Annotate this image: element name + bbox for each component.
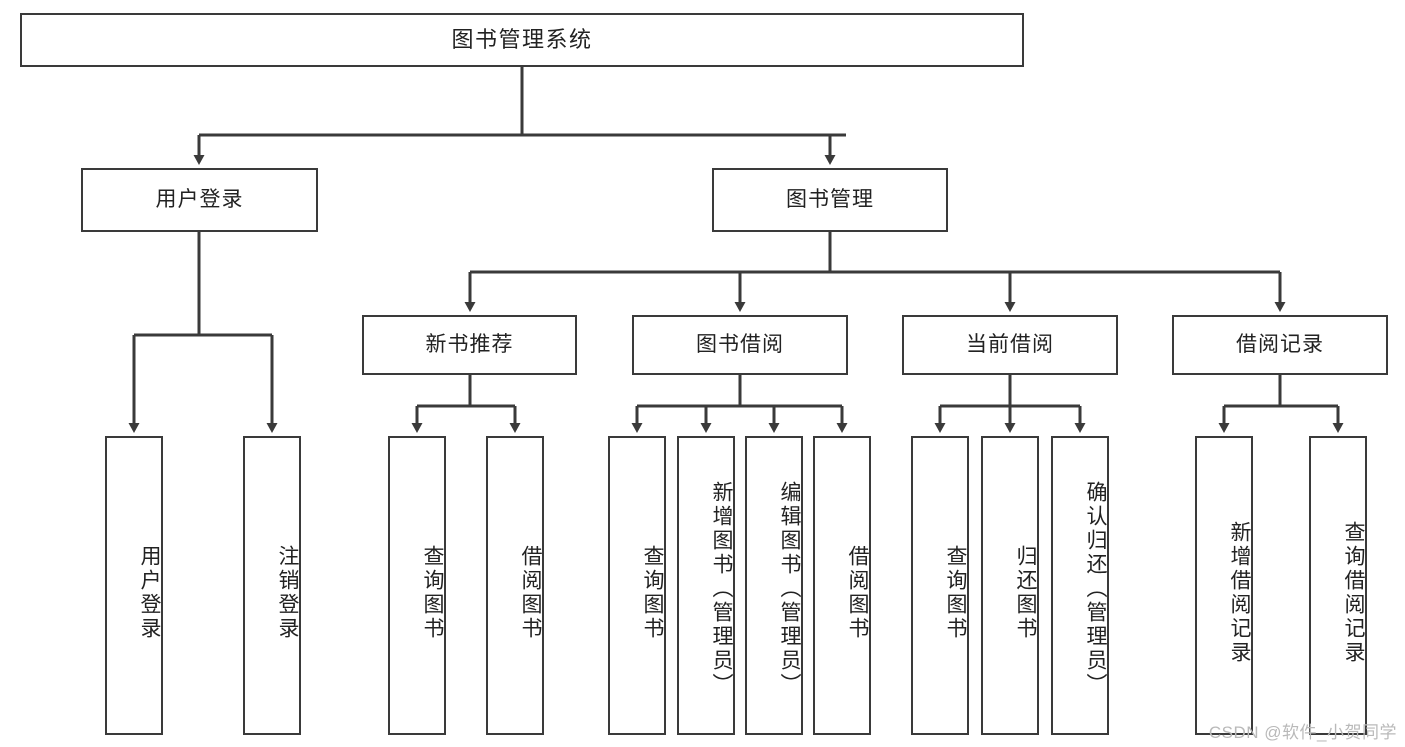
node-book-borrow[interactable]: 图书借阅 — [632, 315, 848, 375]
node-label: 确认归还（管理员） — [1084, 480, 1107, 697]
node-label: 查询图书 — [944, 544, 967, 641]
node-label: 新书推荐 — [425, 332, 514, 356]
node-borrow-records[interactable]: 借阅记录 — [1172, 315, 1388, 375]
leaf-confirm-return-admin[interactable]: 确认归还（管理员） — [1051, 436, 1109, 735]
node-current-borrow[interactable]: 当前借阅 — [902, 315, 1118, 375]
node-root-system[interactable]: 图书管理系统 — [20, 13, 1024, 67]
node-label: 注销登录 — [276, 544, 299, 641]
leaf-logout[interactable]: 注销登录 — [243, 436, 301, 735]
node-label: 编辑图书（管理员） — [778, 480, 801, 697]
node-book-management[interactable]: 图书管理 — [712, 168, 948, 232]
leaf-borrow-books[interactable]: 借阅图书 — [813, 436, 871, 735]
leaf-query-books-borrow[interactable]: 查询图书 — [608, 436, 666, 735]
node-new-book-recommend[interactable]: 新书推荐 — [362, 315, 577, 375]
node-label: 借阅图书 — [519, 544, 542, 641]
node-label: 用户登录 — [155, 187, 244, 211]
leaf-query-borrow-record[interactable]: 查询借阅记录 — [1309, 436, 1367, 735]
node-label: 图书管理 — [786, 187, 874, 211]
node-label: 借阅记录 — [1236, 332, 1324, 356]
leaf-add-book-admin[interactable]: 新增图书（管理员） — [677, 436, 735, 735]
node-label: 图书管理系统 — [451, 27, 593, 53]
leaf-query-books-recommend[interactable]: 查询图书 — [388, 436, 446, 735]
leaf-edit-book-admin[interactable]: 编辑图书（管理员） — [745, 436, 803, 735]
node-label: 新增图书（管理员） — [710, 480, 733, 697]
node-label: 查询借阅记录 — [1342, 520, 1365, 665]
node-label: 查询图书 — [421, 544, 444, 641]
node-label: 新增借阅记录 — [1228, 520, 1251, 665]
node-label: 图书借阅 — [696, 332, 784, 356]
leaf-borrow-books-recommend[interactable]: 借阅图书 — [486, 436, 544, 735]
node-user-login[interactable]: 用户登录 — [81, 168, 318, 232]
leaf-user-login[interactable]: 用户登录 — [105, 436, 163, 735]
node-label: 用户登录 — [138, 544, 161, 641]
watermark-text: CSDN @软件_小贺同学 — [1208, 723, 1397, 742]
leaf-add-borrow-record[interactable]: 新增借阅记录 — [1195, 436, 1253, 735]
node-label: 查询图书 — [641, 544, 664, 641]
node-label: 当前借阅 — [966, 332, 1054, 356]
leaf-return-books[interactable]: 归还图书 — [981, 436, 1039, 735]
node-label: 归还图书 — [1014, 544, 1037, 641]
leaf-query-books-current[interactable]: 查询图书 — [911, 436, 969, 735]
node-label: 借阅图书 — [846, 544, 869, 641]
